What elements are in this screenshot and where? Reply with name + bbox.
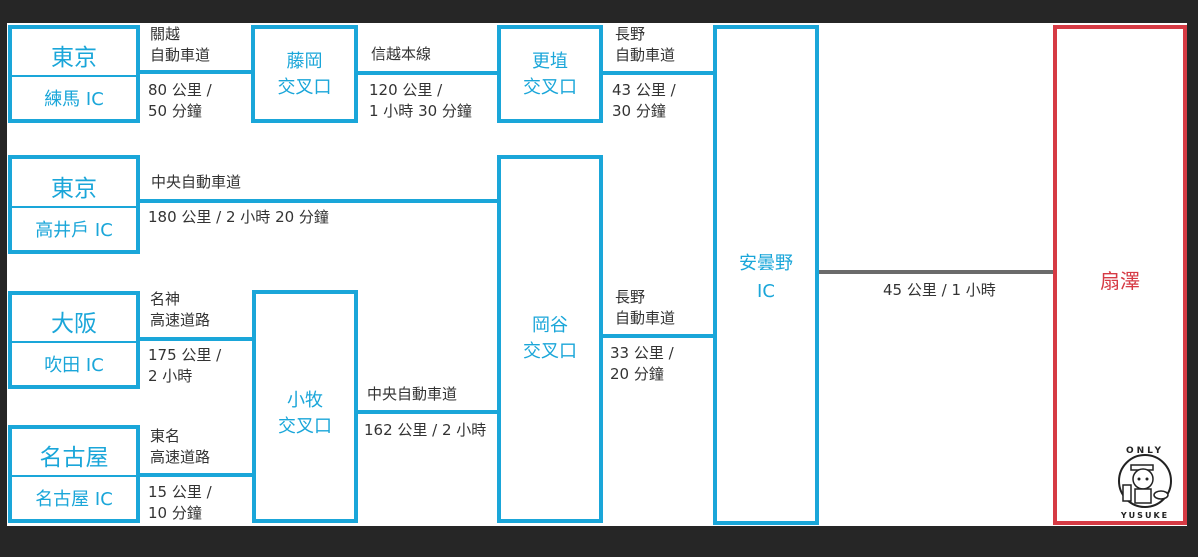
distance-line1: 43 公里 / xyxy=(612,81,676,99)
route-tomei-road: 東名 高速道路 xyxy=(150,426,210,468)
road-name-line1: 東名 xyxy=(150,427,181,445)
interchange-name: 安曇野 xyxy=(739,253,793,274)
line-chuo-komaki xyxy=(356,410,500,414)
route-tomei-distance: 15 公里 / 10 分鐘 xyxy=(148,482,212,524)
junction-name: 藤岡 xyxy=(286,51,323,72)
time-line2: 30 分鐘 xyxy=(612,102,666,120)
route-nagano-north-distance: 43 公里 / 30 分鐘 xyxy=(612,80,676,122)
origin-city: 東京 xyxy=(51,175,97,202)
svg-text:YUSUKE: YUSUKE xyxy=(1120,511,1169,519)
route-chuo-tokyo-distance: 180 公里 / 2 小時 20 分鐘 xyxy=(148,208,329,226)
route-chuo-tokyo-road: 中央自動車道 xyxy=(151,173,242,191)
distance-line1: 80 公里 / xyxy=(148,81,212,99)
route-meishin-distance: 175 公里 / 2 小時 xyxy=(148,345,221,387)
destination-name: 扇澤 xyxy=(1100,269,1140,293)
route-diagram-canvas: 東京 練馬 IC 東京 高井戶 IC 大阪 吹田 IC 名古屋 名古屋 IC 藤… xyxy=(7,23,1187,526)
line-nagano-north xyxy=(601,71,716,75)
origin-box-tokyo-nerima: 東京 練馬 IC xyxy=(8,25,140,123)
junction-kohshoku: 更埴 交叉口 xyxy=(497,25,603,123)
road-name-line1: 長野 xyxy=(615,25,646,43)
route-final-distance: 45 公里 / 1 小時 xyxy=(883,281,996,299)
route-nagano-south-road: 長野 自動車道 xyxy=(615,287,675,329)
line-kanetsu xyxy=(139,70,254,74)
origin-ic: 吹田 IC xyxy=(12,341,136,385)
route-kanetsu-distance: 80 公里 / 50 分鐘 xyxy=(148,80,212,122)
time-line2: 10 分鐘 xyxy=(148,504,202,522)
origin-ic: 高井戶 IC xyxy=(12,206,136,250)
time-line2: 1 小時 30 分鐘 xyxy=(369,102,472,120)
origin-city: 大阪 xyxy=(51,311,97,337)
road-name-line2: 高速道路 xyxy=(150,311,211,329)
line-nagano-south xyxy=(601,334,716,338)
junction-komaki: 小牧 交叉口 xyxy=(252,290,358,523)
route-chuo-komaki-road: 中央自動車道 xyxy=(367,385,458,403)
line-tomei xyxy=(139,473,255,477)
junction-type: 交叉口 xyxy=(523,341,577,362)
origin-ic: 練馬 IC xyxy=(12,75,136,119)
junction-name: 岡谷 xyxy=(532,315,568,336)
distance-line1: 175 公里 / xyxy=(148,346,222,364)
route-shinetsu-road: 信越本線 xyxy=(371,45,432,63)
time-line2: 2 小時 xyxy=(148,367,193,385)
line-shinetsu xyxy=(356,71,500,75)
route-meishin-road: 名神 高速道路 xyxy=(150,289,210,331)
svg-text:ONLY: ONLY xyxy=(1126,446,1164,456)
route-chuo-komaki-distance: 162 公里 / 2 小時 xyxy=(364,421,487,439)
line-chuo-tokyo xyxy=(139,199,500,203)
road-name-line1: 名神 xyxy=(150,290,181,308)
origin-ic: 名古屋 IC xyxy=(12,475,136,519)
distance-line1: 120 公里 / xyxy=(369,81,443,99)
junction-name: 更埴 xyxy=(532,51,568,72)
destination-ogizawa: 扇澤 ONLY YUSUKE xyxy=(1053,25,1187,525)
road-name-line1: 關越 xyxy=(150,25,181,43)
junction-fujioka: 藤岡 交叉口 xyxy=(251,25,358,123)
line-final xyxy=(818,270,1057,274)
distance-line1: 33 公里 / xyxy=(610,344,674,362)
junction-name: 小牧 xyxy=(287,390,323,411)
line-meishin xyxy=(139,337,255,341)
junction-type: 交叉口 xyxy=(523,77,577,98)
interchange-type: IC xyxy=(757,281,775,302)
time-line2: 20 分鐘 xyxy=(610,365,664,383)
origin-box-nagoya: 名古屋 名古屋 IC xyxy=(8,425,140,523)
junction-okaya: 岡谷 交叉口 xyxy=(497,155,603,523)
origin-box-tokyo-takaido: 東京 高井戶 IC xyxy=(8,155,140,254)
route-nagano-north-road: 長野 自動車道 xyxy=(615,24,675,66)
interchange-azumino: 安曇野 IC xyxy=(713,25,819,525)
route-kanetsu-road: 關越 自動車道 xyxy=(150,24,210,66)
origin-city: 東京 xyxy=(51,45,97,71)
road-name-line1: 長野 xyxy=(615,288,646,306)
origin-city: 名古屋 xyxy=(39,445,109,471)
route-shinetsu-distance: 120 公里 / 1 小時 30 分鐘 xyxy=(369,80,472,122)
route-nagano-south-distance: 33 公里 / 20 分鐘 xyxy=(610,343,674,385)
junction-type: 交叉口 xyxy=(278,416,332,437)
distance-line1: 15 公里 / xyxy=(148,483,212,501)
origin-box-osaka-suita: 大阪 吹田 IC xyxy=(8,291,140,389)
time-line2: 50 分鐘 xyxy=(148,102,202,120)
junction-type: 交叉口 xyxy=(277,77,332,98)
road-name-line2: 自動車道 xyxy=(615,309,676,327)
road-name-line2: 自動車道 xyxy=(615,46,676,64)
road-name-line2: 高速道路 xyxy=(150,448,211,466)
road-name-line2: 自動車道 xyxy=(150,46,211,64)
only-yusuke-logo-icon: ONLY YUSUKE xyxy=(1118,446,1172,519)
